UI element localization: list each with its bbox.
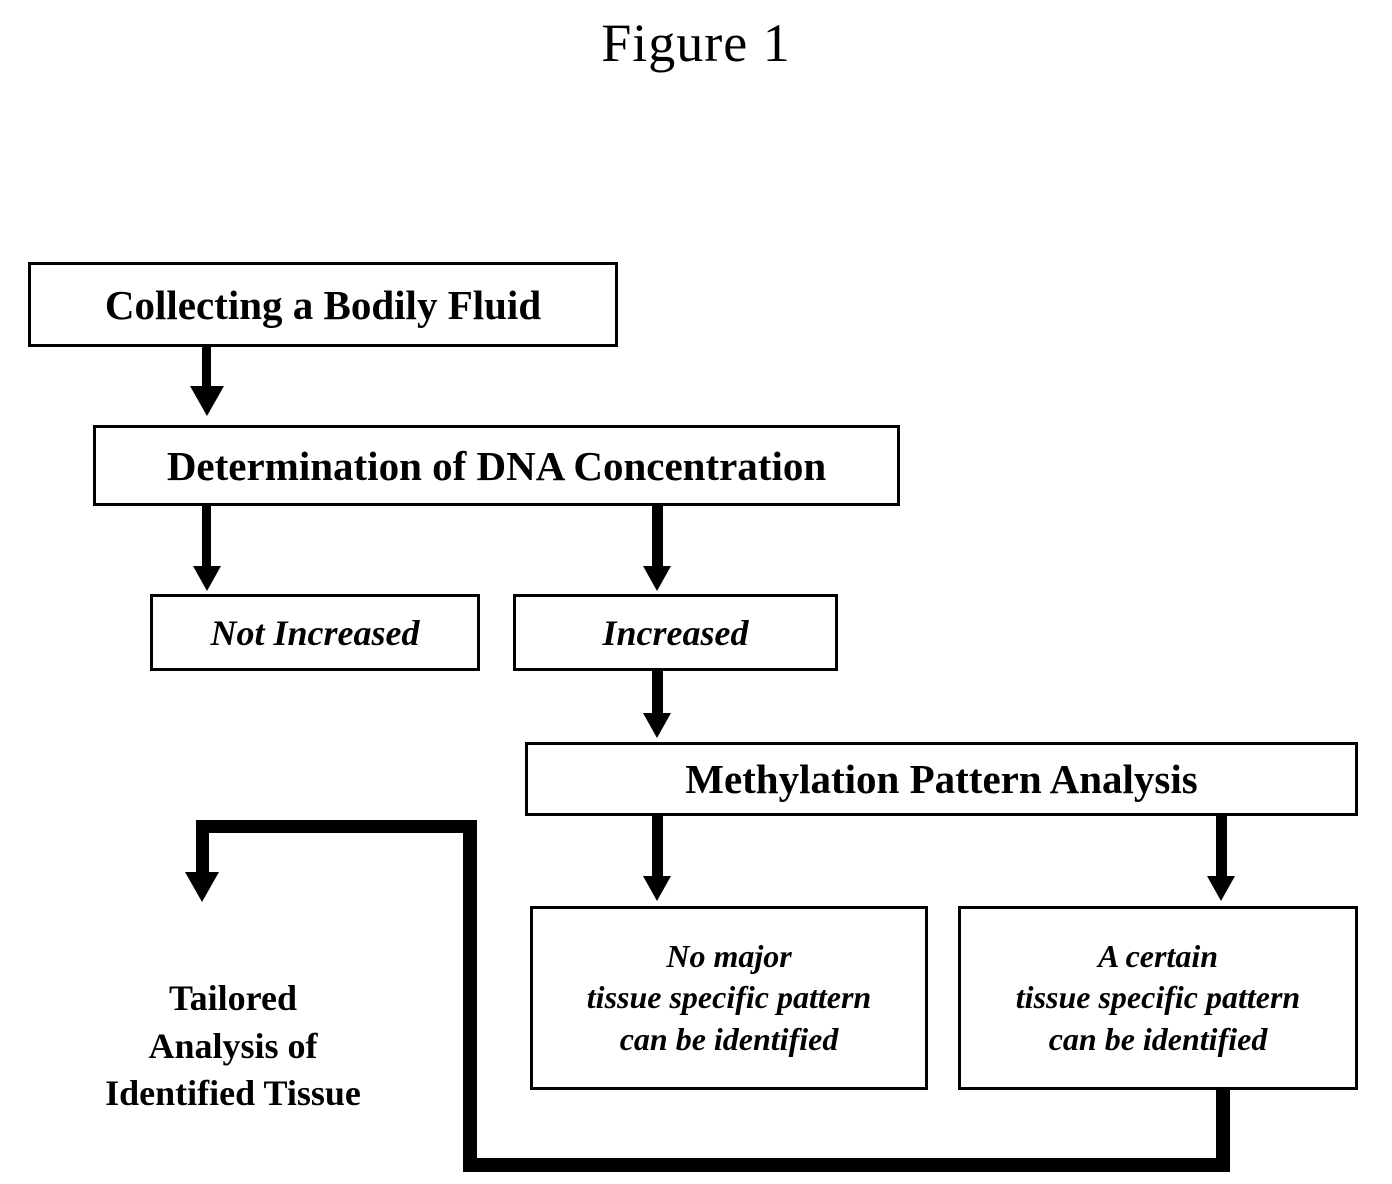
node-a-certain-tissue-specific-pattern: A certain tissue specific pattern can be… xyxy=(958,906,1358,1090)
node-determination-of-dna-concentration-label: Determination of DNA Concentration xyxy=(166,442,827,489)
node-collecting-a-bodily-fluid-label: Collecting a Bodily Fluid xyxy=(104,281,542,328)
node-collecting-a-bodily-fluid: Collecting a Bodily Fluid xyxy=(28,262,618,347)
label-tailored-analysis-of-identified-tissue: Tailored Analysis of Identified Tissue xyxy=(105,978,361,1114)
node-no-major-tissue-specific-pattern: No major tissue specific pattern can be … xyxy=(530,906,928,1090)
node-a-certain-tissue-specific-pattern-label: A certain tissue specific pattern can be… xyxy=(1015,937,1301,1057)
connector-methylation-to-no-major xyxy=(652,816,663,876)
connector-feedback-into-tailored xyxy=(196,820,209,885)
connector-methylation-to-a-certain xyxy=(1216,816,1227,876)
figure-title: Figure 1 xyxy=(601,13,791,73)
connector-feedback-top-horizontal xyxy=(196,820,477,833)
arrowhead-increased-to-methylation xyxy=(643,713,671,738)
node-not-increased-label: Not Increased xyxy=(210,612,420,653)
connector-determine-to-increased xyxy=(652,506,663,566)
arrowhead-collect-to-determine xyxy=(190,386,224,416)
connector-collect-to-determine xyxy=(202,347,211,388)
arrowhead-feedback-to-tailored xyxy=(185,872,219,902)
node-not-increased: Not Increased xyxy=(150,594,480,671)
node-determination-of-dna-concentration: Determination of DNA Concentration xyxy=(93,425,900,506)
connector-increased-to-methylation xyxy=(652,671,663,713)
connector-feedback-bottom-horizontal xyxy=(463,1158,1230,1172)
connector-feedback-right-vertical xyxy=(1216,1090,1230,1172)
node-methylation-pattern-analysis-label: Methylation Pattern Analysis xyxy=(685,756,1198,802)
arrowhead-methylation-to-a-certain xyxy=(1207,876,1235,901)
node-increased-label: Increased xyxy=(602,612,749,653)
node-increased: Increased xyxy=(513,594,838,671)
arrowhead-methylation-to-no-major xyxy=(643,876,671,901)
arrowhead-determine-to-not-increased xyxy=(193,566,221,591)
arrowhead-determine-to-increased xyxy=(643,566,671,591)
node-no-major-tissue-specific-pattern-label: No major tissue specific pattern can be … xyxy=(586,937,872,1057)
connector-feedback-left-vertical xyxy=(463,820,477,1164)
connector-determine-to-not-increased xyxy=(202,506,211,566)
node-methylation-pattern-analysis: Methylation Pattern Analysis xyxy=(525,742,1358,816)
